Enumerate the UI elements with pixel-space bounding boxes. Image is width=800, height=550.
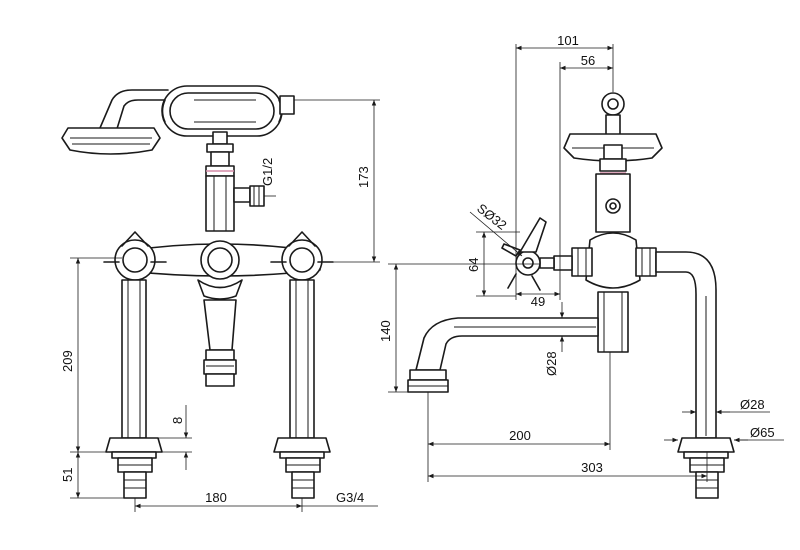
- dim-140-label: 140: [378, 320, 393, 342]
- body-column-side: [595, 173, 631, 233]
- dim-200-label: 200: [509, 428, 531, 443]
- dim-64-label: 64: [466, 258, 481, 272]
- shower-head-side: [563, 92, 663, 174]
- dim-8-label: 8: [170, 417, 185, 424]
- dim-o28-spout-label: Ø28: [544, 351, 559, 376]
- dimension-o28-spout: Ø28: [544, 302, 565, 376]
- dim-51-label: 51: [60, 468, 75, 482]
- dimension-209: 209: [60, 257, 122, 453]
- leg-left: [105, 279, 163, 499]
- dimension-8: 8: [158, 405, 192, 470]
- supply-leg-side: [655, 251, 735, 499]
- dim-o28-leg-label: Ø28: [740, 397, 765, 412]
- leg-right: [273, 279, 331, 499]
- dimension-o28-leg: Ø28: [682, 397, 770, 415]
- dimension-g12: G1/2: [260, 158, 276, 197]
- dim-56-label: 56: [581, 53, 595, 68]
- handset-cradle: [205, 131, 235, 177]
- dimension-o65: Ø65: [664, 425, 784, 443]
- dim-g12-label: G1/2: [260, 158, 275, 186]
- body-column: [205, 175, 265, 232]
- valve-body-front: [119, 240, 321, 300]
- dim-101-label: 101: [557, 33, 579, 48]
- dimension-51: 51: [60, 452, 124, 499]
- shower-handset: [61, 85, 295, 155]
- dimension-64: 64: [466, 231, 520, 297]
- dim-173-label: 173: [356, 166, 371, 188]
- spout-front: [203, 299, 237, 387]
- stem-side: [597, 291, 629, 353]
- dim-so32-label: SØ32: [474, 201, 509, 233]
- dimension-200: 200: [427, 352, 611, 482]
- dimension-303: 303: [428, 452, 708, 482]
- cross-handle-side: [501, 217, 547, 291]
- dimension-140: 140: [378, 263, 540, 393]
- valve-body-side: [539, 232, 657, 289]
- dimension-49: 49: [516, 250, 561, 309]
- cross-handle-left: [103, 231, 167, 281]
- dim-180-label: 180: [205, 490, 227, 505]
- spout-side: [407, 317, 599, 393]
- dimension-56: 56: [559, 53, 613, 250]
- side-view: 101 56 SØ32 64 49 140 Ø28 Ø28: [378, 33, 784, 499]
- dim-49-label: 49: [531, 294, 545, 309]
- dim-o65-label: Ø65: [750, 425, 775, 440]
- dimension-g34: G3/4: [302, 490, 378, 507]
- dim-g34-label: G3/4: [336, 490, 364, 505]
- dimension-173: 173: [294, 99, 380, 263]
- dim-209-label: 209: [60, 350, 75, 372]
- dim-303-label: 303: [581, 460, 603, 475]
- front-view: 173 G1/2 209 8 51 180 G3/4: [60, 85, 380, 512]
- dimension-101: 101: [515, 33, 614, 300]
- dimension-180: 180: [134, 490, 303, 512]
